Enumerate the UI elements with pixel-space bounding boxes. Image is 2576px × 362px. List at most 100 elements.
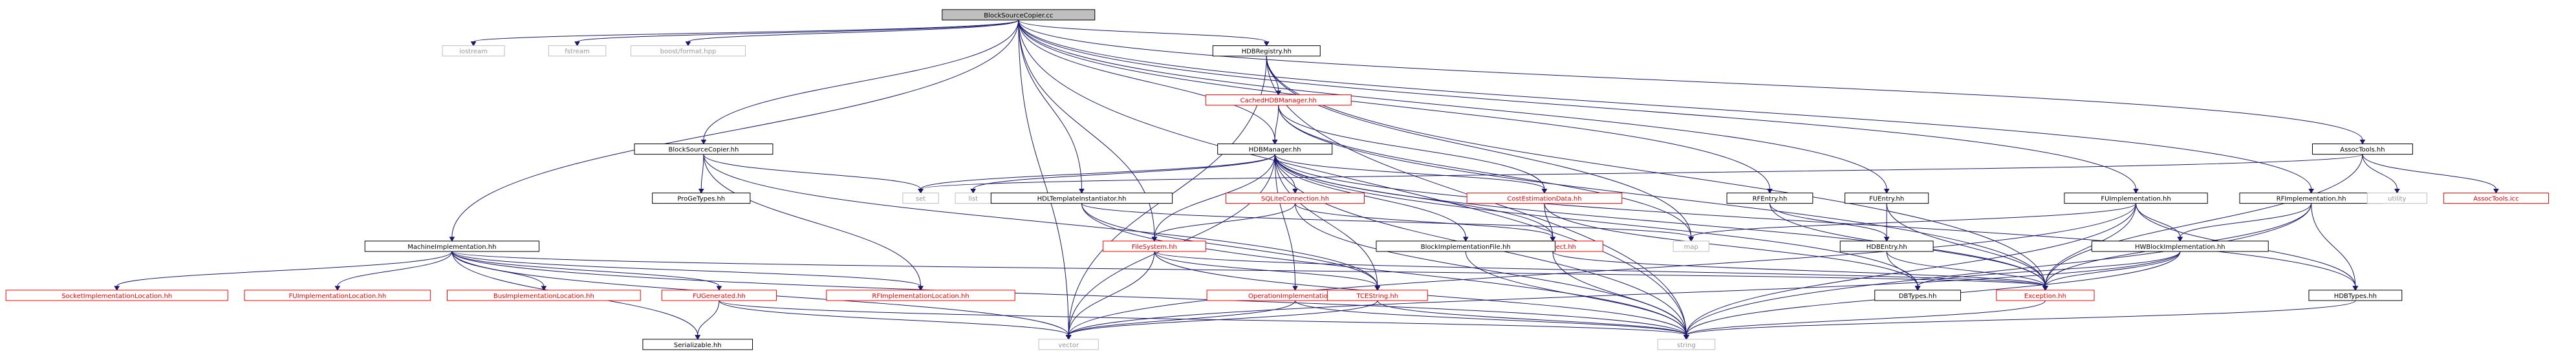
node-hdbtypes[interactable]: HDBTypes.hh: [2308, 290, 2403, 301]
node-label: HDBTypes.hh: [2334, 293, 2377, 300]
edge-hdbtypes-to-string: [1683, 300, 2356, 340]
node-busloc[interactable]: BusImplementationLocation.hh: [446, 290, 641, 301]
node-box: [1103, 240, 1206, 252]
node-label: HDBEntry.hh: [1867, 244, 1907, 251]
node-box: [652, 193, 751, 204]
node-box: [661, 290, 777, 301]
node-cached[interactable]: CachedHDBManager.hh: [1205, 94, 1352, 106]
edge-root-to-rfimpl: [1018, 19, 2315, 194]
edge-fuimpl-to-hwblock: [2136, 203, 2183, 242]
node-progetypes[interactable]: ProGeTypes.hh: [652, 193, 751, 204]
node-box: [1672, 240, 1709, 252]
node-label: FileSystem.hh: [1132, 244, 1177, 251]
edge-fugen-to-serial: [695, 300, 720, 340]
edge-assoc-to-associcc: [2362, 154, 2499, 194]
node-box: [1874, 290, 1962, 301]
edge-machimpl-to-fugen: [451, 251, 722, 291]
node-assoc[interactable]: AssocTools.hh: [2311, 144, 2413, 155]
node-box: [1466, 193, 1623, 204]
node-label: SocketImplementationLocation.hh: [61, 293, 172, 300]
edge-root-to-filesys: [1018, 19, 1158, 242]
node-box: [364, 240, 539, 252]
node-box: [630, 45, 746, 57]
node-hdbreg[interactable]: HDBRegistry.hh: [1212, 45, 1321, 57]
node-costest[interactable]: CostEstimationData.hh: [1466, 193, 1623, 204]
edge-rfimpl-to-hwblock: [2177, 203, 2312, 242]
edge-hdbmgr-to-exception: [1274, 154, 2048, 291]
node-fuimpl[interactable]: FUImplementation.hh: [2064, 193, 2208, 204]
node-tcestring[interactable]: TCEString.hh: [1326, 290, 1428, 301]
node-hdbmgr[interactable]: HDBManager.hh: [1217, 144, 1333, 155]
node-label: iostream: [459, 48, 488, 56]
node-box: [826, 290, 1015, 301]
node-label: FUImplementationLocation.hh: [289, 293, 387, 300]
edge-fuimpl-to-string: [1683, 203, 2137, 340]
edge-root-to-hdbreg: [1018, 19, 1270, 47]
node-box: [244, 290, 431, 301]
node-rfloc[interactable]: RFImplementationLocation.hh: [826, 290, 1015, 301]
node-set: set: [902, 193, 939, 204]
edge-rfentry-to-hdbentry: [1769, 203, 1890, 242]
edge-root-to-assoc: [1018, 19, 2366, 145]
node-label: HDBRegistry.hh: [1242, 48, 1292, 56]
node-box: [2366, 193, 2428, 204]
node-machimpl[interactable]: MachineImplementation.hh: [364, 240, 539, 252]
node-exception[interactable]: Exception.hh: [1996, 290, 2095, 301]
node-box: [5, 290, 228, 301]
edge-machimpl-to-socketloc: [114, 251, 453, 291]
node-label: HDLTemplateInstantiator.hh: [1037, 196, 1127, 203]
node-sqlite[interactable]: SQLiteConnection.hh: [1226, 193, 1365, 204]
edge-fuentry-to-hdbentry: [1883, 203, 1890, 242]
node-fugen[interactable]: FUGenerated.hh: [661, 290, 777, 301]
edge-hdbmgr-to-list: [970, 154, 1275, 194]
node-fuloc[interactable]: FUImplementationLocation.hh: [244, 290, 431, 301]
node-label: OperationImplementation.hh: [1248, 293, 1342, 300]
node-hdbentry[interactable]: HDBEntry.hh: [1839, 240, 1934, 252]
node-root[interactable]: BlockSourceCopier.cc: [942, 9, 1096, 21]
node-filesys[interactable]: FileSystem.hh: [1103, 240, 1206, 252]
node-fuentry[interactable]: FUEntry.hh: [1845, 193, 1929, 204]
node-label: CachedHDBManager.hh: [1240, 98, 1317, 105]
node-label: BlockImplementationFile.hh: [1421, 244, 1511, 251]
node-box: [1226, 193, 1365, 204]
node-label: SQLiteConnection.hh: [1261, 196, 1329, 203]
node-blockimpl[interactable]: BlockImplementationFile.hh: [1376, 240, 1556, 252]
node-associcc[interactable]: AssocTools.icc: [2443, 193, 2549, 204]
edge-machimpl-to-rfloc: [451, 251, 924, 291]
node-label: RFEntry.hh: [1753, 196, 1788, 203]
node-dbtypes[interactable]: DBTypes.hh: [1874, 290, 1962, 301]
node-label: utility: [2388, 196, 2407, 203]
node-box: [1657, 339, 1716, 350]
node-label: boost/format.hpp: [660, 48, 717, 56]
node-label: BlockSourceCopier.cc: [984, 12, 1053, 19]
node-label: TCEString.hh: [1356, 293, 1399, 300]
node-label: CostEstimationData.hh: [1507, 196, 1581, 203]
node-label: AssocTools.hh: [2340, 147, 2385, 154]
edge-fugen-to-vector: [719, 300, 1072, 340]
node-rfimpl[interactable]: RFImplementation.hh: [2239, 193, 2383, 204]
node-box: [1839, 240, 1934, 252]
node-label: map: [1684, 244, 1698, 251]
node-box: [2091, 240, 2269, 252]
node-box: [1217, 144, 1333, 155]
node-socketloc[interactable]: SocketImplementationLocation.hh: [5, 290, 228, 301]
node-hdltempl[interactable]: HDLTemplateInstantiator.hh: [990, 193, 1173, 204]
node-label: ProGeTypes.hh: [677, 196, 725, 203]
node-bsc[interactable]: BlockSourceCopier.hh: [634, 144, 774, 155]
node-label: RFImplementation.hh: [2277, 196, 2346, 203]
edge-bsc-to-rfloc: [703, 154, 924, 291]
node-label: BlockSourceCopier.hh: [669, 147, 739, 154]
node-label: AssocTools.icc: [2473, 196, 2518, 203]
edge-root-to-fuentry: [1018, 19, 1890, 194]
node-label: HWBlockImplementation.hh: [2135, 244, 2225, 251]
node-label: FUGenerated.hh: [693, 293, 746, 300]
edge-hdbmgr-to-blockimpl: [1274, 154, 1469, 242]
node-box: [446, 290, 641, 301]
node-rfentry[interactable]: RFEntry.hh: [1726, 193, 1813, 204]
node-label: Exception.hh: [2024, 293, 2066, 300]
node-hwblock[interactable]: HWBlockImplementation.hh: [2091, 240, 2269, 252]
node-label: HDBManager.hh: [1249, 147, 1301, 154]
node-box: [642, 339, 753, 350]
node-serial[interactable]: Serializable.hh: [642, 339, 753, 350]
